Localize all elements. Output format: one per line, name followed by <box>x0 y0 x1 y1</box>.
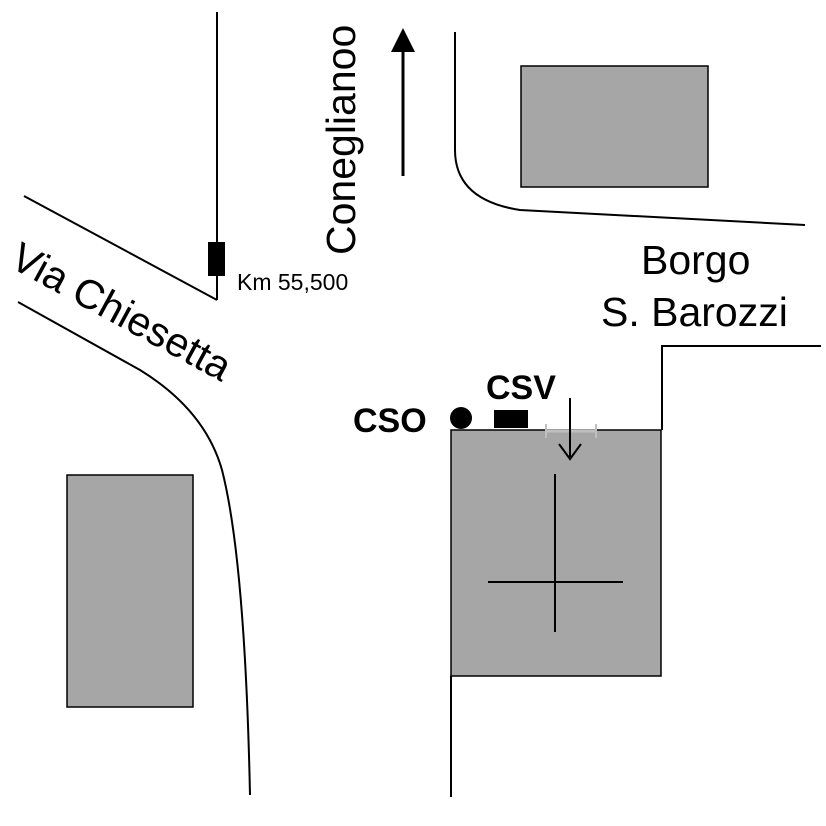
label-cso: CSO <box>353 402 427 440</box>
label-s-barozzi: S. Barozzi <box>601 289 788 335</box>
building-south-west <box>66 474 194 708</box>
csv-marker-icon <box>494 410 528 428</box>
crosshair-icon <box>488 474 623 632</box>
roads <box>17 12 821 797</box>
cso-marker-icon <box>450 407 472 429</box>
label-conegliano: Coneglianoo <box>318 25 364 255</box>
km-marker-icon <box>208 242 225 276</box>
label-csv: CSV <box>486 369 556 407</box>
building-main <box>450 429 662 677</box>
label-via-chiesetta: Via Chiesetta <box>4 233 240 390</box>
road-edge-chiesetta-upper <box>23 195 218 301</box>
label-km: Km 55,500 <box>237 269 348 295</box>
road-edge-north-east <box>454 32 806 226</box>
label-borgo: Borgo <box>641 237 750 283</box>
building-north-east <box>520 65 709 188</box>
arrow-up-icon <box>391 28 415 176</box>
road-edge-borgo-south <box>661 345 821 430</box>
arrow-down-icon <box>558 398 582 461</box>
road-edge-chiesetta-lower <box>17 301 251 796</box>
